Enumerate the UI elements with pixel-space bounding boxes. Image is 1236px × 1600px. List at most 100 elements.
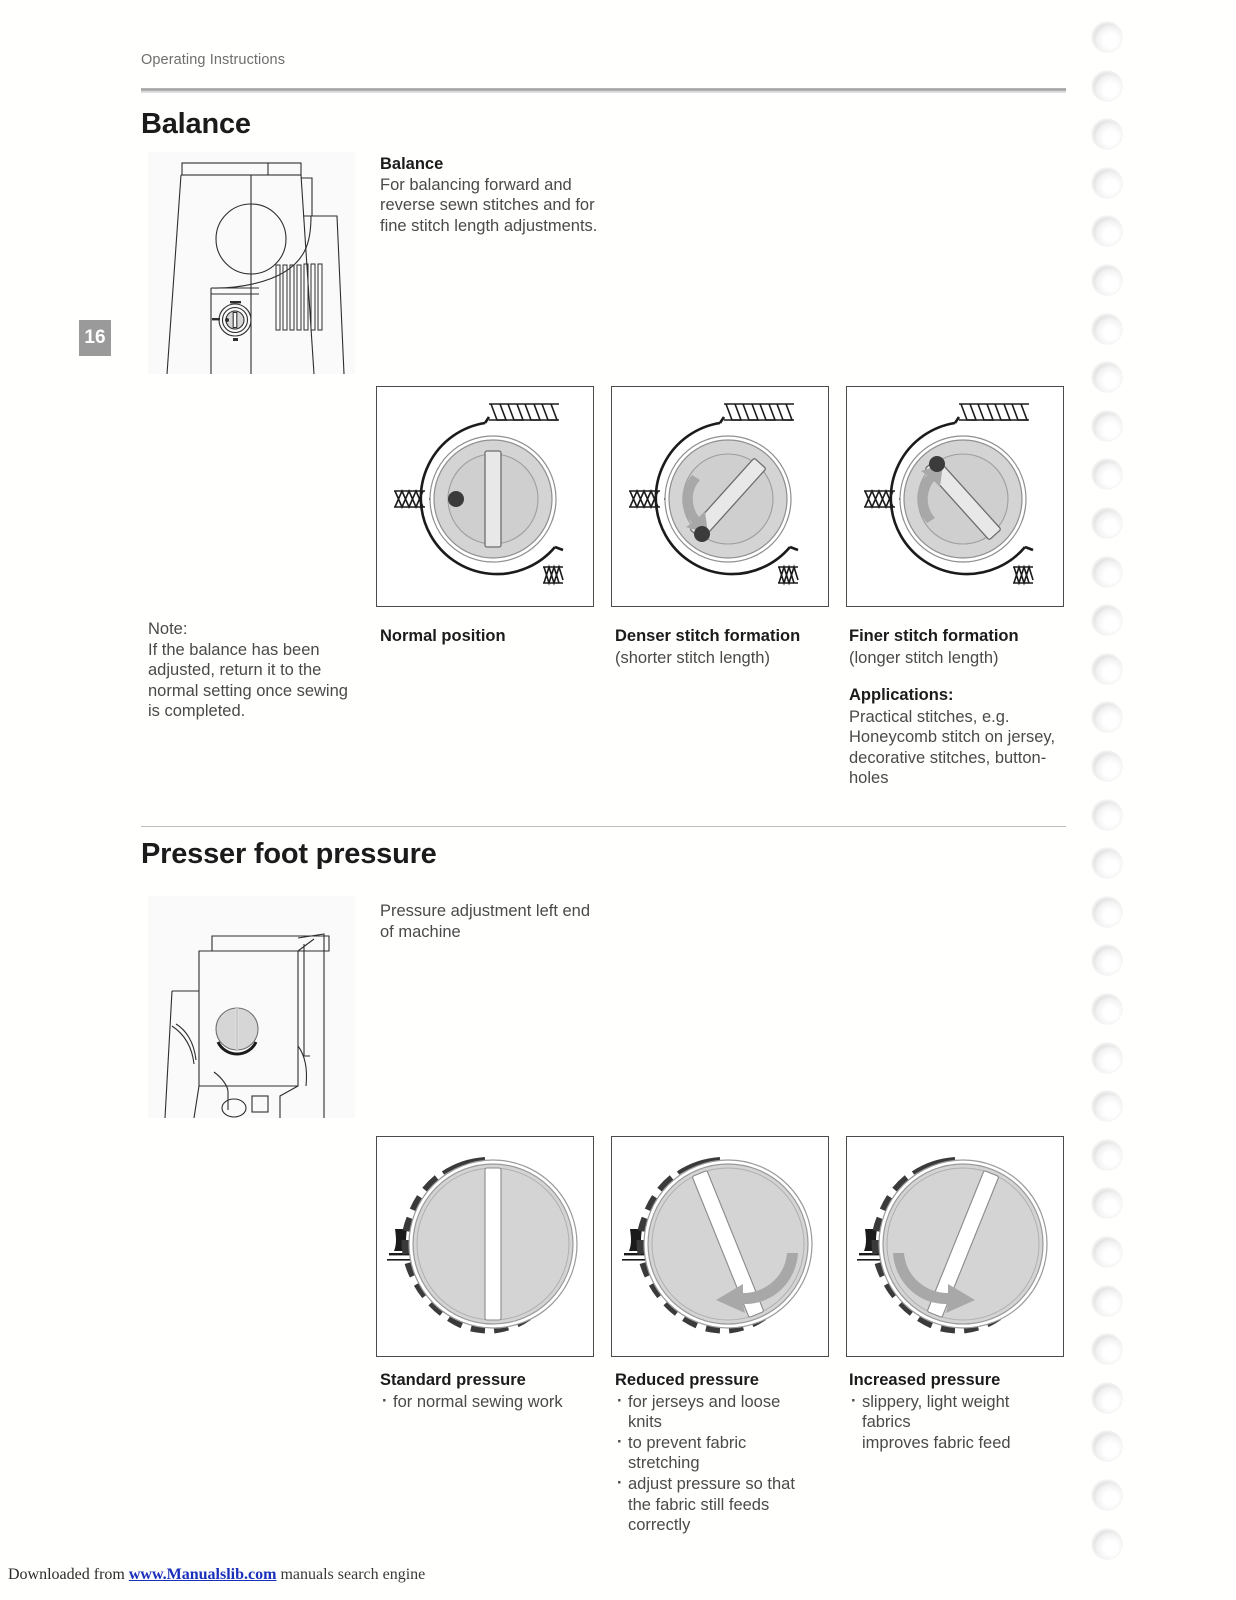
caption-bullet: for jerseys and loose knits xyxy=(615,1391,815,1433)
balance-note-heading: Note: xyxy=(148,620,188,638)
rotate-down-arrow-icon xyxy=(682,475,708,534)
caption-denser-stitch: Denser stitch formation (shorter stitch … xyxy=(615,626,835,668)
download-footer: Downloaded from www.Manualslib.com manua… xyxy=(8,1566,425,1584)
section-divider xyxy=(141,826,1066,827)
applications-line: holes xyxy=(849,769,889,788)
applications-line: Practical stitches, e.g. xyxy=(849,707,1010,726)
rotate-clockwise-arrow-icon xyxy=(893,1253,975,1313)
binding-hole xyxy=(1092,459,1122,490)
balance-figure-denser xyxy=(611,386,829,607)
caption-reduced-pressure: Reduced pressure for jerseys and loose k… xyxy=(615,1370,815,1536)
binding-hole xyxy=(1092,362,1122,393)
binding-hole xyxy=(1092,1285,1122,1316)
caption-finer-stitch: Finer stitch formation (longer stitch le… xyxy=(849,626,1079,668)
binding-hole xyxy=(1092,702,1122,733)
caption-increased-pressure: Increased pressure slippery, light weigh… xyxy=(849,1370,1049,1453)
presser-foot-intro: Pressure adjustment left end of machine xyxy=(380,901,605,942)
compressed-stitch-icon xyxy=(1013,564,1034,586)
binding-hole xyxy=(1092,1431,1122,1462)
compressed-stitch-icon xyxy=(543,564,564,586)
pressure-figure-standard xyxy=(376,1136,594,1357)
caption-normal-position: Normal position xyxy=(380,626,595,648)
binding-hole xyxy=(1092,1382,1122,1413)
header-rule xyxy=(141,88,1066,93)
binding-hole xyxy=(1092,70,1122,101)
binding-hole xyxy=(1092,1334,1122,1365)
caption-bullet: to prevent fabric stretching xyxy=(615,1432,815,1474)
balance-intro-body: For balancing forward and reverse sewn s… xyxy=(380,175,598,235)
binding-hole xyxy=(1092,167,1122,198)
applications-line: decorative stitches, button- xyxy=(849,748,1047,767)
pressure-figure-increased xyxy=(846,1136,1064,1357)
footer-prefix: Downloaded from xyxy=(8,1566,129,1583)
stretched-stitch-icon xyxy=(724,403,794,421)
binding-hole xyxy=(1092,653,1122,684)
caption-standard-pressure: Standard pressure for normal sewing work xyxy=(380,1370,595,1412)
section-title-balance: Balance xyxy=(141,108,251,140)
binding-hole xyxy=(1092,605,1122,636)
caption-sub: (shorter stitch length) xyxy=(615,648,770,667)
binding-hole xyxy=(1092,848,1122,879)
rotate-up-arrow-icon xyxy=(917,464,943,523)
normal-stitch-icon xyxy=(394,489,425,509)
binding-hole xyxy=(1092,1237,1122,1267)
binding-hole xyxy=(1092,216,1122,247)
binding-hole xyxy=(1092,556,1122,587)
caption-bullet: improves fabric feed xyxy=(862,1433,1011,1452)
caption-title: Finer stitch formation xyxy=(849,627,1019,645)
dial-position-dot xyxy=(448,491,464,507)
applications-heading: Applications: xyxy=(849,686,954,704)
binding-hole xyxy=(1092,313,1122,344)
caption-title: Standard pressure xyxy=(380,1371,526,1389)
rotate-counterclockwise-arrow-icon xyxy=(716,1253,798,1313)
compressed-stitch-icon xyxy=(778,564,799,586)
binding-hole xyxy=(1092,508,1122,538)
applications-line: Honeycomb stitch on jersey, xyxy=(849,728,1056,747)
binding-hole xyxy=(1092,945,1122,976)
presser-foot-machine-illustration xyxy=(148,896,355,1118)
binding-hole xyxy=(1092,751,1122,781)
caption-bullet: for normal sewing work xyxy=(380,1391,595,1413)
stretched-stitch-icon xyxy=(959,403,1029,421)
stretched-stitch-icon xyxy=(489,403,559,421)
manualslib-link[interactable]: www.Manualslib.com xyxy=(128,1566,277,1583)
binding-hole xyxy=(1092,119,1122,150)
balance-intro-heading: Balance xyxy=(380,155,444,173)
binding-hole xyxy=(1092,1480,1122,1510)
caption-bullet: slippery, light weight fabrics xyxy=(849,1391,1049,1433)
binding-hole xyxy=(1092,1042,1122,1073)
normal-stitch-icon xyxy=(629,489,660,509)
binding-hole xyxy=(1092,799,1122,830)
caption-title: Denser stitch formation xyxy=(615,627,801,645)
dial-position-dot xyxy=(694,526,710,542)
normal-stitch-icon xyxy=(864,489,895,509)
running-header: Operating Instructions xyxy=(141,52,286,68)
balance-figure-finer xyxy=(846,386,1064,607)
presser-foot-intro-body: Pressure adjustment left end of machine xyxy=(380,902,591,941)
applications-block: Applications: Practical stitches, e.g. H… xyxy=(849,685,1084,789)
binding-hole xyxy=(1092,410,1122,441)
caption-bullet: adjust pressure so that the fabric still… xyxy=(615,1473,815,1536)
dial-position-dot xyxy=(929,456,945,472)
balance-note: Note: If the balance has been adjusted, … xyxy=(148,619,363,722)
spiral-binding-holes xyxy=(1092,22,1152,1582)
section-title-presser-foot: Presser foot pressure xyxy=(141,838,437,870)
binding-hole xyxy=(1092,994,1122,1024)
caption-sub: (longer stitch length) xyxy=(849,648,999,667)
balance-intro: Balance For balancing forward and revers… xyxy=(380,154,610,236)
binding-hole xyxy=(1092,22,1122,52)
balance-note-body: If the balance has been adjusted, return… xyxy=(148,640,348,721)
caption-title: Normal position xyxy=(380,627,506,645)
binding-hole xyxy=(1092,1091,1122,1122)
binding-hole xyxy=(1092,1528,1122,1559)
balance-figure-normal xyxy=(376,386,594,607)
caption-title: Increased pressure xyxy=(849,1371,1001,1389)
binding-hole xyxy=(1092,896,1122,927)
footer-suffix: manuals search engine xyxy=(276,1566,426,1583)
page-number-chip: 16 xyxy=(79,320,111,356)
pressure-figure-reduced xyxy=(611,1136,829,1357)
binding-hole xyxy=(1092,1139,1122,1170)
binding-hole xyxy=(1092,265,1122,295)
caption-title: Reduced pressure xyxy=(615,1371,759,1389)
